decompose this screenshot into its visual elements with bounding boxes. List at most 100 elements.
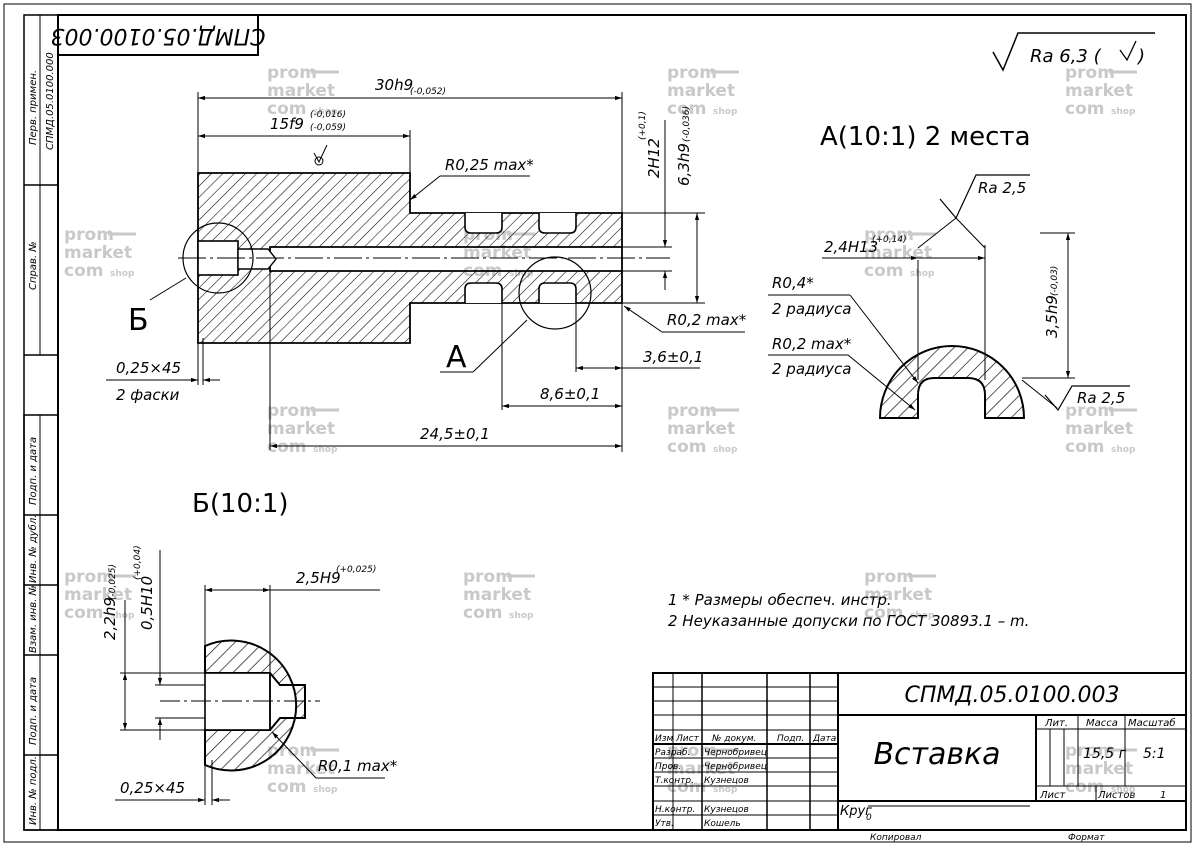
svg-text:com: com (667, 437, 706, 457)
svg-text:shop: shop (313, 107, 338, 117)
svg-text:prom: prom (267, 401, 317, 421)
dim-chamfer-note: 2 фаски (116, 386, 180, 404)
dim-r025: R0,25 max* (445, 156, 534, 174)
svg-text:prom: prom (667, 63, 717, 83)
detail-circle-a (518, 256, 592, 330)
svg-text:market: market (1065, 81, 1133, 101)
svg-text:shop: shop (713, 445, 738, 455)
svg-text:Лист: Лист (1039, 790, 1067, 801)
svg-text:com: com (267, 99, 306, 119)
svg-text:prom: prom (864, 225, 914, 245)
svg-text:market: market (1065, 759, 1133, 779)
main-dimensions: 30h9 (-0,052) 15f9 (-0,016) (-0,059) R0,… (106, 76, 747, 452)
svg-text:(-0,036): (-0,036) (682, 106, 692, 142)
svg-text:com: com (463, 603, 502, 623)
svg-text:prom: prom (667, 741, 717, 761)
svg-text:prom: prom (1065, 63, 1115, 83)
svg-text:(-0,016): (-0,016) (310, 110, 346, 120)
svg-text:(-0,025): (-0,025) (108, 564, 118, 600)
dim-b-25h9: 2,5H9 (296, 569, 341, 587)
svg-text:prom: prom (667, 401, 717, 421)
dim-30h9: 30h9 (375, 76, 413, 94)
svg-text:prom: prom (64, 567, 114, 587)
side-label-podp2: Подп. и дата (28, 677, 39, 745)
view-a-detail: Ra 2,5 2,4H13 (+0,14) 3,5h9 (-0,03) R0,4… (768, 174, 1130, 419)
svg-text:shop: shop (910, 611, 935, 621)
svg-text:Копировал: Копировал (870, 833, 922, 843)
view-label-b: Б (128, 303, 149, 338)
svg-text:market: market (463, 585, 531, 605)
dim-chamfer: 0,25×45 (116, 359, 181, 377)
svg-text:com: com (267, 777, 306, 797)
svg-text:prom: prom (64, 225, 114, 245)
svg-text:Масса: Масса (1086, 718, 1118, 729)
svg-text:prom: prom (1065, 401, 1115, 421)
svg-text:com: com (667, 99, 706, 119)
stamp-code: СПМД.05.0100.003 (904, 683, 1119, 708)
svg-text:Формат: Формат (1068, 833, 1105, 843)
svg-text:shop: shop (110, 269, 135, 279)
svg-text:shop: shop (313, 785, 338, 795)
side-label-podl: Инв. № подл. (28, 756, 39, 825)
dim-a-35h9: 3,5h9 (1043, 295, 1061, 338)
svg-text:1: 1 (1160, 790, 1166, 801)
dim-15f9: 15f9 (270, 115, 304, 133)
svg-text:market: market (667, 81, 735, 101)
svg-text:(+0,025): (+0,025) (336, 565, 376, 575)
svg-text:Н.контр.: Н.контр. (655, 805, 695, 815)
svg-text:market: market (1065, 419, 1133, 439)
svg-text:Лист: Лист (675, 734, 700, 744)
svg-text:2 радиуса: 2 радиуса (772, 300, 851, 318)
svg-text:prom: prom (463, 567, 513, 587)
svg-text:prom: prom (267, 63, 317, 83)
dim-b-22h9: 2,2h9 (101, 597, 119, 640)
svg-text:Изм: Изм (655, 734, 674, 744)
dim-r02: R0,2 max* (667, 311, 747, 329)
view-label-a: А (446, 340, 467, 375)
svg-text:Кошель: Кошель (704, 819, 741, 829)
rotated-code: СПМД.05.0100.003 (50, 23, 265, 48)
svg-text:shop: shop (1111, 445, 1136, 455)
dim-36: 3,6±0,1 (643, 348, 703, 366)
view-a-title: А(10:1) 2 места (820, 122, 1031, 152)
view-b-title: Б(10:1) (192, 489, 289, 519)
note-2: 2 Неуказанные допуски по ГОСТ 30893.1 – … (668, 612, 1029, 630)
dim-86: 8,6±0,1 (540, 385, 600, 403)
svg-text:2 радиуса: 2 радиуса (772, 360, 851, 378)
svg-text:Масштаб: Масштаб (1128, 717, 1176, 729)
svg-text:Чернобривец: Чернобривец (704, 748, 767, 758)
svg-text:market: market (667, 759, 735, 779)
side-label-dubl: Инв. № дубл. (27, 515, 39, 583)
svg-text:com: com (64, 261, 103, 281)
svg-text:com: com (1065, 99, 1104, 119)
stamp-title: Вставка (873, 737, 1000, 772)
dim-a-r02: R0,2 max* (772, 335, 852, 353)
side-label-vzam: Взам. инв. № (28, 585, 39, 653)
svg-text:Дата: Дата (812, 734, 836, 744)
svg-text:Подп.: Подп. (777, 734, 804, 744)
side-label-perv: Перв. примен. (28, 70, 39, 145)
svg-text:Ra 2,5: Ra 2,5 (978, 179, 1026, 197)
svg-text:№ докум.: № докум. (711, 734, 756, 744)
svg-text:shop: shop (509, 611, 534, 621)
svg-text:com: com (64, 603, 103, 623)
svg-text:): ) (1136, 46, 1145, 67)
svg-text:Кузнецов: Кузнецов (704, 776, 749, 786)
svg-text:shop: shop (713, 107, 738, 117)
svg-text:market: market (267, 759, 335, 779)
svg-text:Лит.: Лит. (1044, 718, 1068, 729)
svg-text:(-0,059): (-0,059) (310, 123, 346, 133)
svg-text:0: 0 (866, 813, 872, 823)
svg-text:com: com (667, 777, 706, 797)
outer-frame (3, 3, 1192, 843)
svg-text:shop: shop (910, 269, 935, 279)
